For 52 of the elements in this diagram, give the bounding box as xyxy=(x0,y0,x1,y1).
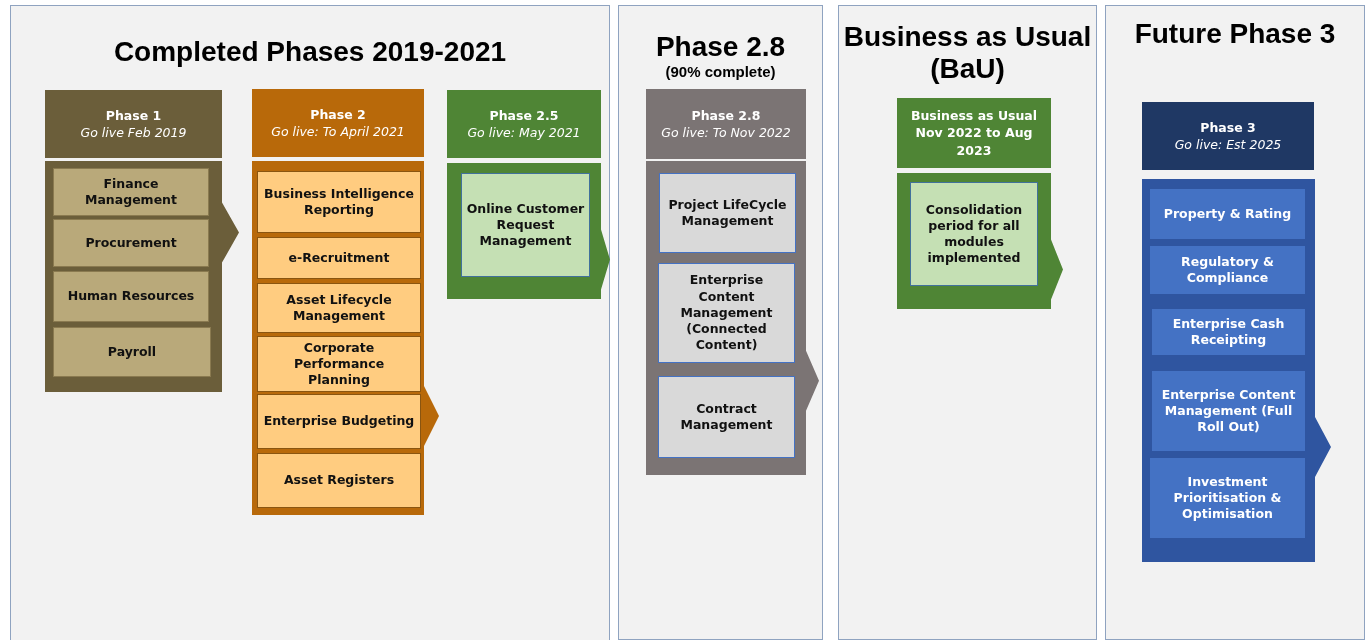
module-box: Business Intelligence Reporting xyxy=(257,171,421,233)
module-box: Corporate Performance Planning xyxy=(257,336,421,392)
module-box: Human Resources xyxy=(53,271,209,322)
column-subtitle: (90% complete) xyxy=(664,63,777,81)
module-box: Contract Management xyxy=(658,376,795,458)
chevron-box xyxy=(45,161,239,392)
module-box: Enterprise Cash Receipting xyxy=(1152,309,1305,355)
column-title: Phase 2.8 xyxy=(654,31,787,64)
phase-name: Phase 2.5 xyxy=(489,106,559,124)
phase-name: Phase 3 xyxy=(1200,118,1256,136)
chevron-box xyxy=(252,161,439,515)
phase-column xyxy=(10,5,610,640)
phase-header xyxy=(646,89,806,159)
phase-column xyxy=(838,5,1097,640)
phase-header xyxy=(1142,102,1314,170)
module-box: Consolidation period for all modules implemented xyxy=(910,182,1038,286)
phase-column xyxy=(618,5,823,640)
phase-name: Phase 1 xyxy=(105,106,162,124)
phase-name: Phase 2.8 xyxy=(691,106,761,124)
column-title: Completed Phases 2019-2021 xyxy=(112,36,508,69)
go-live-date: Go live: May 2021 xyxy=(467,124,581,142)
go-live-date: Go live: To Nov 2022 xyxy=(661,124,791,142)
phase-header xyxy=(252,89,424,157)
module-box: Property & Rating xyxy=(1150,189,1305,239)
module-box: Asset Registers xyxy=(257,453,421,508)
go-live-date: Go live: Est 2025 xyxy=(1174,136,1282,154)
module-box: Finance Management xyxy=(53,168,209,216)
module-box: Online Customer Request Management xyxy=(461,173,590,277)
phase-name: Business as Usual Nov 2022 to Aug 2023 xyxy=(909,106,1039,160)
column-title: Business as Usual (BaU) xyxy=(842,21,1093,86)
module-box: e-Recruitment xyxy=(257,237,421,279)
chevron-box xyxy=(897,173,1063,309)
module-box: Project LifeCycle Management xyxy=(659,173,796,253)
phase-header xyxy=(897,98,1051,168)
phase-header xyxy=(447,90,601,158)
chevron-box xyxy=(1142,179,1331,562)
module-box: Regulatory & Compliance xyxy=(1150,246,1305,294)
module-box: Payroll xyxy=(53,327,211,377)
module-box: Asset Lifecycle Management xyxy=(257,283,421,333)
go-live-date: Go live Feb 2019 xyxy=(80,124,187,142)
column-title: Future Phase 3 xyxy=(1133,18,1337,51)
module-box: Investment Prioritisation & Optimisation xyxy=(1150,458,1305,538)
chevron-box xyxy=(447,163,610,299)
module-box: Enterprise Budgeting xyxy=(257,394,421,449)
module-box: Enterprise Content Management (Connected Content) xyxy=(658,263,795,363)
module-box: Enterprise Content Management (Full Roll Out) xyxy=(1152,371,1305,451)
phase-column xyxy=(1105,5,1365,640)
module-box: Procurement xyxy=(53,219,209,267)
phase-header xyxy=(45,90,222,158)
chevron-box xyxy=(646,161,819,475)
phase-name: Phase 2 xyxy=(310,105,366,123)
go-live-date: Go live: To April 2021 xyxy=(271,123,405,141)
